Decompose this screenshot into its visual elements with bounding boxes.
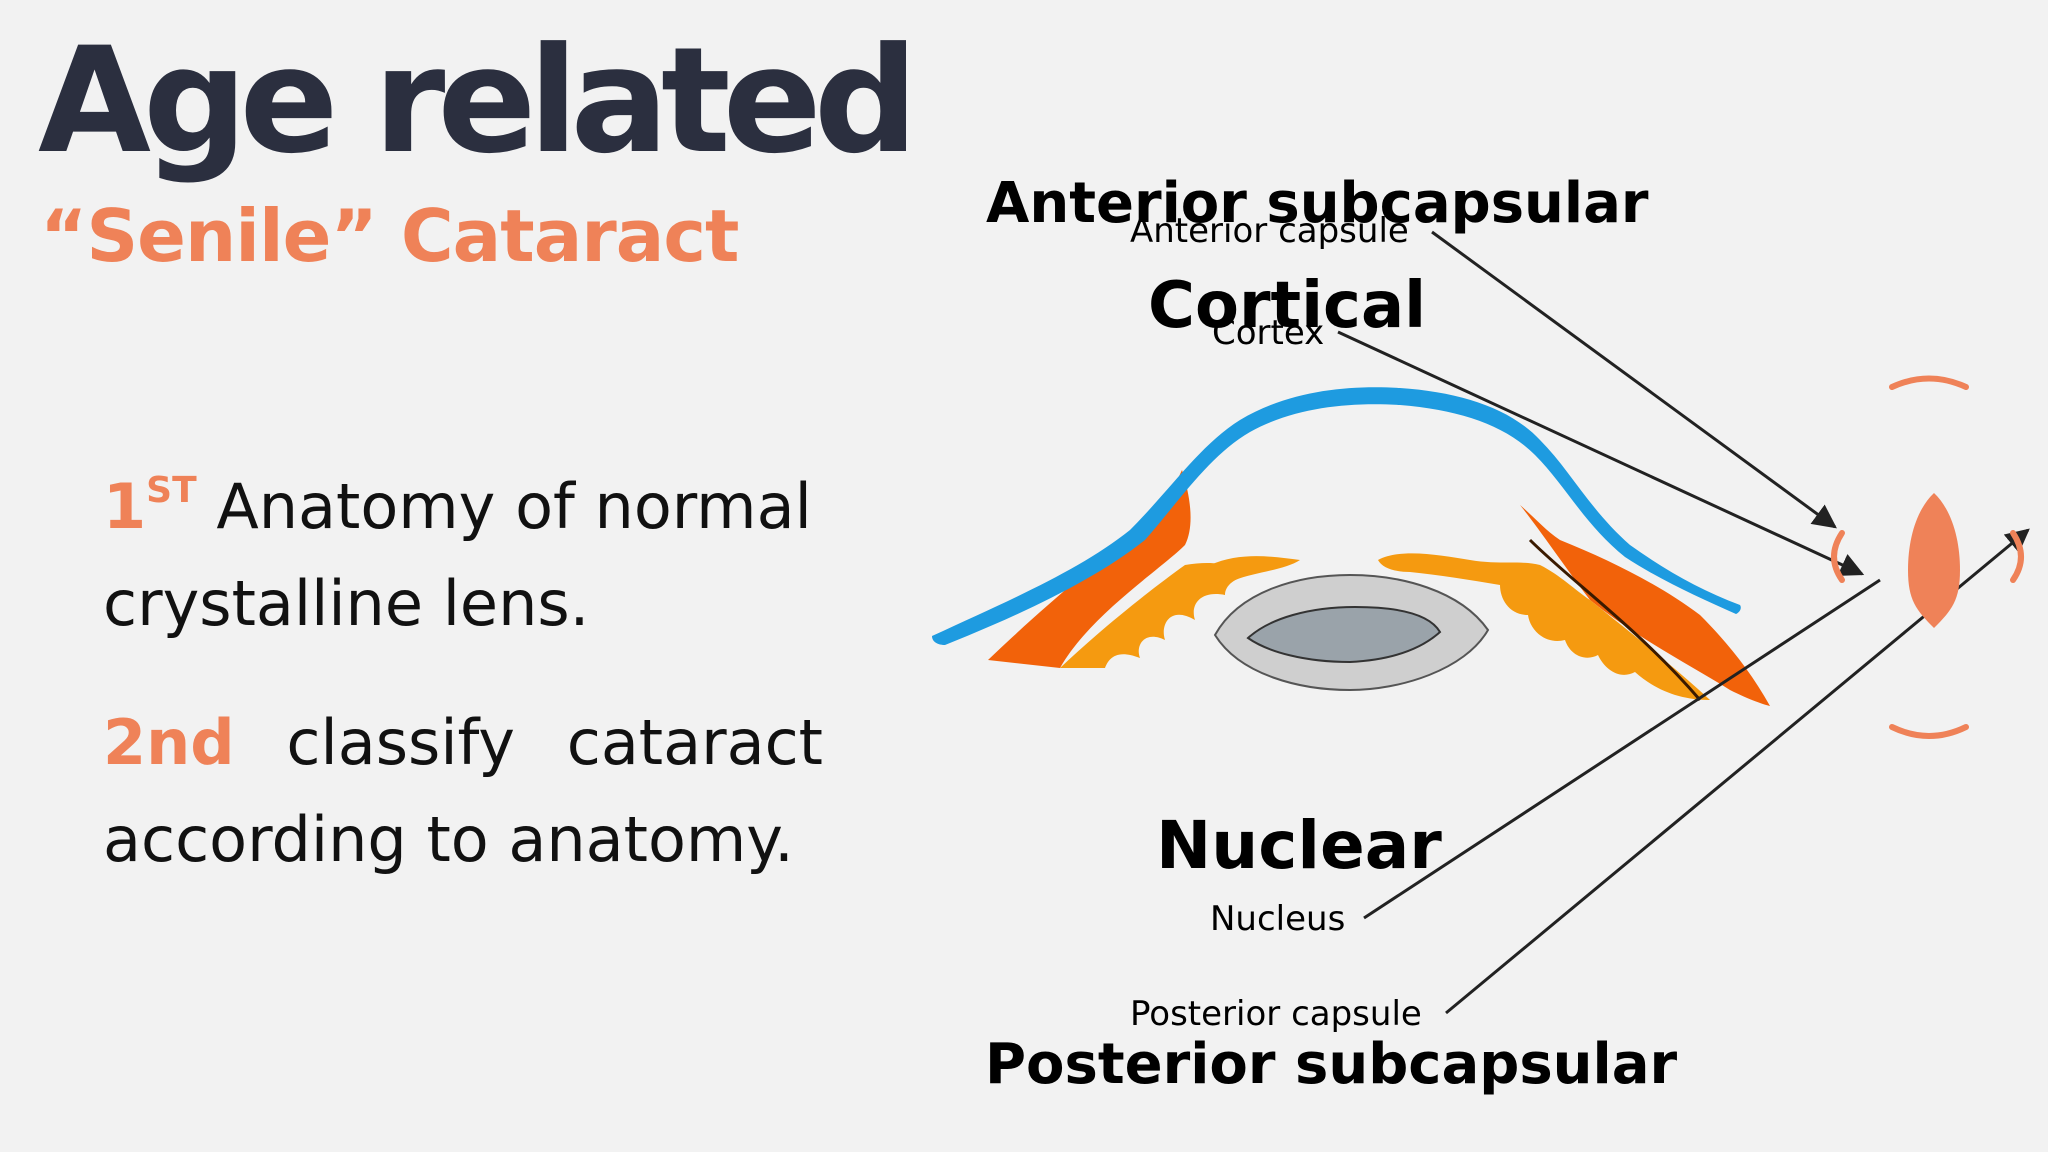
left-cortex-upper	[1210, 556, 1300, 580]
anterior-capsule-pointer	[1431, 230, 1837, 529]
nuclear-label: Nuclear	[1156, 807, 1442, 884]
nucleus-inner	[1246, 605, 1442, 664]
posterior-capsule-label: Posterior capsule	[1130, 994, 1422, 1034]
objective-1-text: Anatomy of normal crystalline lens.	[103, 470, 812, 640]
objective-1-number: 1ST	[103, 470, 197, 543]
objective-1: 1ST Anatomy of normal crystalline lens.	[103, 458, 823, 652]
lens-icon-arc-right	[2010, 530, 2024, 583]
right-cortex-lamella	[1528, 538, 1702, 701]
objective-2-text: classify cataract according to anatomy.	[103, 706, 823, 876]
cortex-label: Cortex	[1212, 313, 1324, 353]
nucleus-pointer	[1363, 578, 1881, 920]
objectives-list: 1ST Anatomy of normal crystalline lens. …	[103, 458, 823, 930]
posterior-subcapsular-label: Posterior subcapsular	[985, 1032, 1678, 1097]
left-cortex-light	[1060, 563, 1250, 668]
left-cortex-dark	[988, 470, 1191, 668]
lens-icon	[1831, 375, 2024, 739]
objective-2-number: 2nd	[103, 706, 235, 779]
slide-title: Age related	[38, 16, 918, 186]
lens-icon-arc-left	[1831, 530, 1845, 583]
lens-icon-body	[1908, 493, 1960, 628]
cortex-pointer	[1337, 330, 1865, 576]
right-cortex-dark	[1520, 505, 1770, 706]
right-cortex-light	[1378, 553, 1710, 700]
anterior-subcapsular-label: Anterior subcapsular	[986, 171, 1649, 236]
objective-2: 2nd classify cataract according to anato…	[103, 694, 823, 888]
lens-icon-arc-bottom	[1889, 724, 1969, 739]
lens-icon-arc-top	[1889, 375, 1969, 390]
lens-capsule	[932, 387, 1741, 645]
lens-cross-section	[932, 387, 1770, 706]
nucleus-label: Nucleus	[1210, 899, 1345, 939]
objective-1-superscript: ST	[146, 470, 197, 511]
anterior-capsule-label: Anterior capsule	[1130, 211, 1409, 251]
cortical-label: Cortical	[1148, 269, 1426, 343]
slide-subtitle: “Senile” Cataract	[40, 194, 739, 278]
